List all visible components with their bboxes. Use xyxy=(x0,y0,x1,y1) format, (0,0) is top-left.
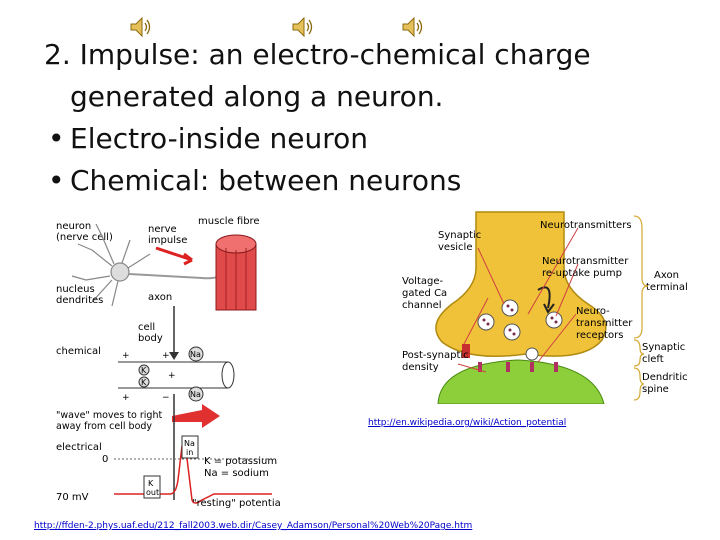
bullet-text: Electro-inside neuron xyxy=(70,122,369,155)
impulse-arrow xyxy=(155,246,193,262)
nerve-cell-label: (nerve cell) xyxy=(56,232,113,243)
neuron-label: neuron xyxy=(56,221,91,232)
muscle-fibre-drawing xyxy=(215,234,257,311)
ion-na: Na xyxy=(190,350,201,359)
post-synaptic-label: Post-synaptic xyxy=(402,350,469,361)
bullet-item: • Chemical: between neurons xyxy=(44,160,704,202)
speaker-icon[interactable] xyxy=(400,14,426,40)
heading-line-1: 2. Impulse: an electro-chemical charge xyxy=(44,38,591,71)
plus-sign: + xyxy=(122,393,130,403)
axon-terminal-brace xyxy=(633,215,649,339)
na-in-label: Na xyxy=(184,439,195,448)
dendritic-spine-shape xyxy=(437,359,605,404)
mv-label: 70 mV xyxy=(56,492,89,503)
cell-label: cell xyxy=(138,322,155,333)
wave-arrow xyxy=(172,404,220,428)
heading-line-2: generated along a neuron. xyxy=(70,80,444,113)
resting-label: "resting" potentia xyxy=(192,498,281,509)
k-out-label: out xyxy=(146,488,159,497)
ffden-link[interactable]: http://ffden-2.phys.uaf.edu/212_fall2003… xyxy=(34,521,473,531)
ion-k: K xyxy=(141,378,147,387)
cleft-label: cleft xyxy=(642,354,664,365)
pointer-lines xyxy=(457,227,579,373)
transmitter-label: transmitter xyxy=(576,318,633,329)
receptors-label: receptors xyxy=(576,330,623,341)
na-in-label: in xyxy=(186,448,193,457)
bullet-item: • Electro-inside neuron xyxy=(44,118,704,160)
terminal-label: terminal xyxy=(646,282,688,293)
neuro-label: Neuro- xyxy=(576,306,610,317)
speaker-icon[interactable] xyxy=(128,14,154,40)
bullet-marker: • xyxy=(48,164,65,197)
k-out-label: K xyxy=(148,479,154,488)
wave-label-1: "wave" moves to right xyxy=(56,410,162,421)
neurotransmitters-label: Neurotransmitters xyxy=(540,220,632,231)
slide-body-text: 2. Impulse: an electro-chemical charge g… xyxy=(44,34,704,202)
voltage-label: Voltage- xyxy=(402,276,444,287)
channel-label: channel xyxy=(402,300,442,311)
muscle-fibre-label: muscle fibre xyxy=(198,216,260,227)
synaptic-cleft-label: Synaptic xyxy=(642,342,685,353)
receptors xyxy=(478,362,558,372)
axon-label: Axon xyxy=(654,270,679,281)
vesicles xyxy=(477,299,563,361)
zero-label: 0 xyxy=(102,454,108,465)
sodium-label: Na = sodium xyxy=(204,468,269,479)
dendritic-label: Dendritic xyxy=(642,372,688,383)
chemical-label: chemical xyxy=(56,346,101,357)
plus-sign: + xyxy=(122,351,130,361)
spine-brace xyxy=(633,367,645,401)
potassium-label: K = potassium xyxy=(204,456,277,467)
neurotransmitter-label: Neurotransmitter xyxy=(542,256,629,267)
vesicle-label: vesicle xyxy=(438,242,473,253)
ion-k: K xyxy=(141,366,147,375)
impulse-label: impulse xyxy=(148,235,187,246)
nerve-label: nerve xyxy=(148,224,177,235)
dendrites-label: dendrites xyxy=(56,295,103,306)
nucleus-label: nucleus xyxy=(56,284,95,295)
body-label: body xyxy=(138,333,163,344)
wave-label-2: away from cell body xyxy=(56,421,152,432)
axon-tube xyxy=(118,361,235,389)
gated-label: gated Ca xyxy=(402,288,447,299)
spine-label: spine xyxy=(642,384,669,395)
density-label: density xyxy=(402,362,439,373)
bullet-marker: • xyxy=(48,122,65,155)
plus-sign: + xyxy=(168,371,176,381)
ion-na: Na xyxy=(190,390,201,399)
reuptake-arrow xyxy=(537,286,551,309)
axon-label: axon xyxy=(148,292,172,303)
speaker-icon[interactable] xyxy=(290,14,316,40)
calcium-channel xyxy=(462,344,470,358)
wikipedia-link[interactable]: http://en.wikipedia.org/wiki/Action_pote… xyxy=(368,418,567,428)
plus-sign: + xyxy=(162,351,170,361)
reuptake-label: re-uptake pump xyxy=(542,268,622,279)
synapse-diagram: Neurotransmitters Synaptic vesicle Neuro… xyxy=(402,211,688,404)
minus-sign: − xyxy=(162,393,170,403)
bullet-text: Chemical: between neurons xyxy=(70,164,462,197)
synaptic-label: Synaptic xyxy=(438,230,481,241)
neuron-impulse-diagram: neuron (nerve cell) nerve impulse muscle… xyxy=(56,216,281,509)
electrical-label: electrical xyxy=(56,442,102,453)
cleft-brace xyxy=(633,339,645,367)
